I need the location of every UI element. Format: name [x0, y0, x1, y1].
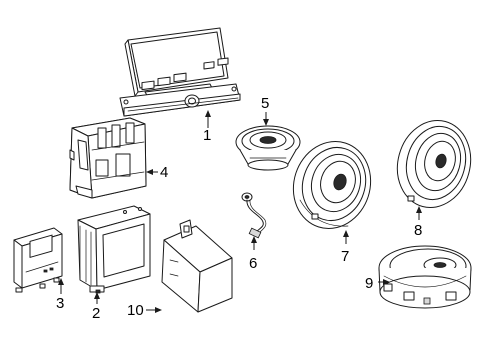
control-module-part: [13, 227, 64, 294]
callout-10: 10: [127, 302, 144, 319]
subwoofer-part: [378, 245, 472, 309]
callout-3: 3: [56, 295, 64, 312]
bracket-housing-part: [69, 117, 158, 199]
callout-2: 2: [92, 305, 100, 322]
callout-9: 9: [365, 275, 373, 292]
small-speaker-part: [235, 112, 301, 171]
wire-connector-part: [241, 192, 267, 250]
amplifier-part: [146, 219, 233, 313]
radio-module-part: [77, 205, 151, 304]
large-speaker-part: [292, 141, 372, 244]
display-head-unit-part: [119, 27, 241, 128]
callout-1: 1: [203, 127, 211, 144]
callout-7: 7: [341, 248, 349, 265]
rear-speaker-part: [396, 119, 472, 220]
callout-5: 5: [261, 95, 269, 112]
callout-6: 6: [249, 255, 257, 272]
callout-4: 4: [160, 164, 168, 181]
callout-8: 8: [414, 222, 422, 239]
